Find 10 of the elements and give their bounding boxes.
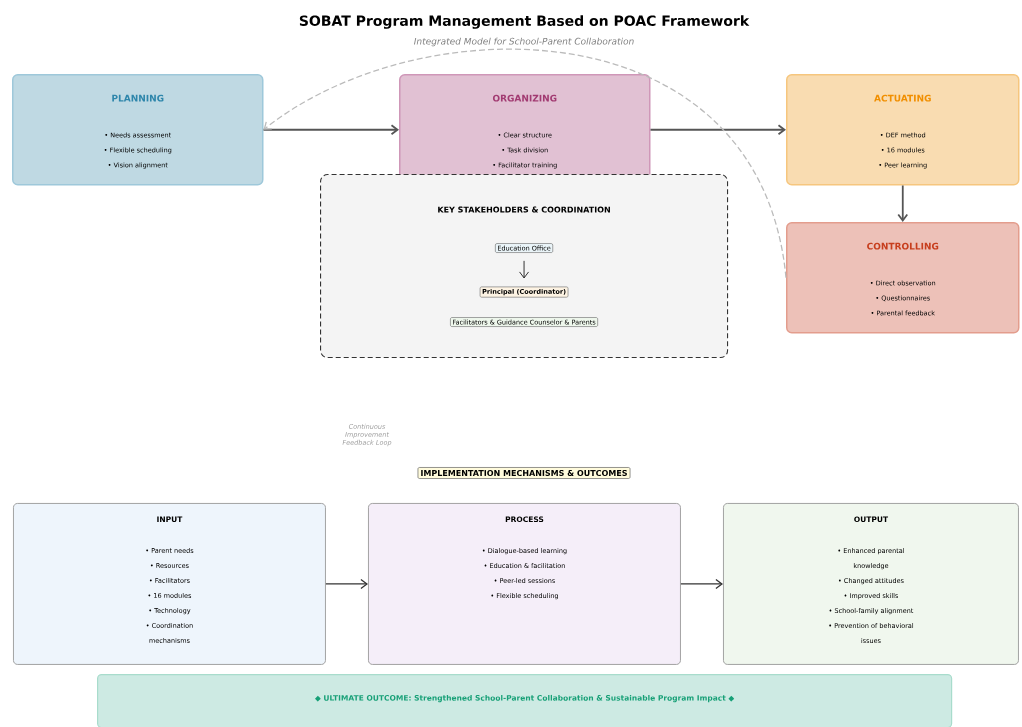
arrow bbox=[262, 124, 399, 136]
arrow bbox=[325, 578, 368, 590]
arrow bbox=[680, 578, 723, 590]
arrow bbox=[649, 124, 786, 136]
section-heading: IMPLEMENTATION MECHANISMS & OUTCOMES bbox=[417, 467, 631, 479]
feedback-arrow bbox=[263, 48, 787, 279]
arrow bbox=[897, 184, 909, 222]
title: SOBAT Program Management Based on POAC Framework bbox=[299, 15, 750, 29]
subtitle: Integrated Model for School-Parent Collaboration bbox=[414, 37, 634, 47]
arrow bbox=[519, 260, 529, 279]
